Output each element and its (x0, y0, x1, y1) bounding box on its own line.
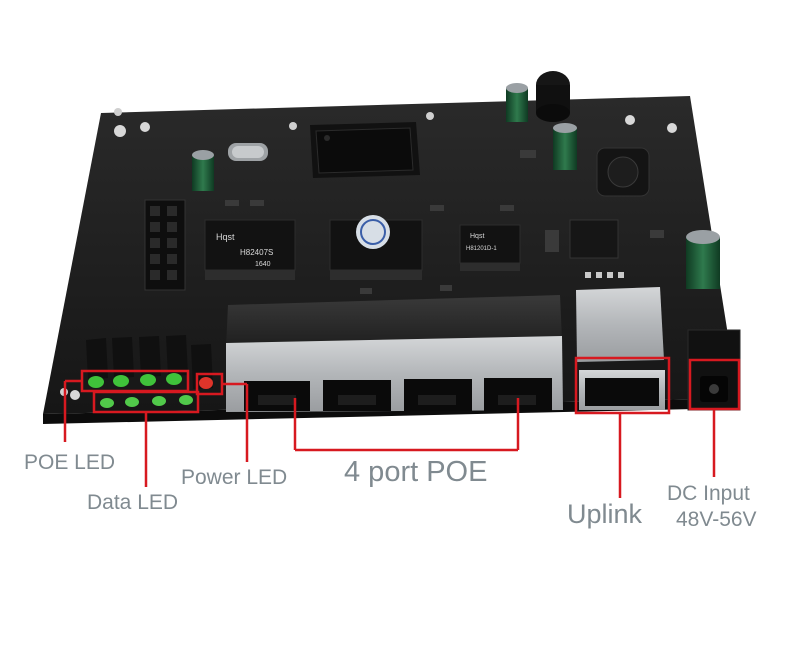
uplink-label: Uplink (567, 499, 643, 529)
smd-components (225, 150, 664, 294)
magnetics-3-part: H81201D-1 (466, 246, 497, 252)
four-port-poe-label: 4 port POE (344, 456, 488, 488)
data-leds (100, 395, 193, 408)
pin-header (144, 199, 186, 291)
magnetics-transformer-1: Hqst H82407S 1640 (204, 219, 296, 280)
power-inductor (596, 147, 650, 197)
data-led-label: Data LED (87, 491, 179, 514)
dc-jack (687, 329, 741, 411)
led-light-pipes (86, 335, 213, 389)
voltage-regulator (569, 219, 619, 259)
main-controller-chip (310, 122, 420, 178)
voltage-range-label: 48V-56V (676, 508, 757, 531)
crystal-oscillator (228, 143, 268, 161)
dc-input-label: DC Input (667, 482, 750, 505)
magnetics-3-brand: Hqst (470, 233, 484, 240)
poe-leds (88, 373, 182, 388)
magnetics-1-part: H82407S (240, 248, 273, 257)
toroid-inductor (536, 71, 570, 122)
capacitor-top-2 (553, 123, 577, 170)
poe-led-label: POE LED (24, 451, 116, 474)
uplink-callout-box (574, 356, 671, 415)
capacitor-top-1 (506, 83, 528, 122)
power-led (199, 377, 213, 389)
uplink-port (585, 378, 659, 406)
uplink-port-housing (576, 287, 665, 410)
capacitor-right (686, 230, 720, 289)
power-led-label: Power LED (181, 466, 288, 489)
magnetics-1-brand: Hqst (216, 232, 235, 242)
capacitor-left (192, 150, 214, 191)
magnetics-1-date: 1640 (255, 261, 271, 268)
rj45-poe-port-block (226, 295, 563, 412)
annotations (63, 356, 741, 498)
magnetics-transformer-3: Hqst H81201D-1 (459, 224, 521, 271)
magnetics-transformer-2 (329, 215, 423, 280)
